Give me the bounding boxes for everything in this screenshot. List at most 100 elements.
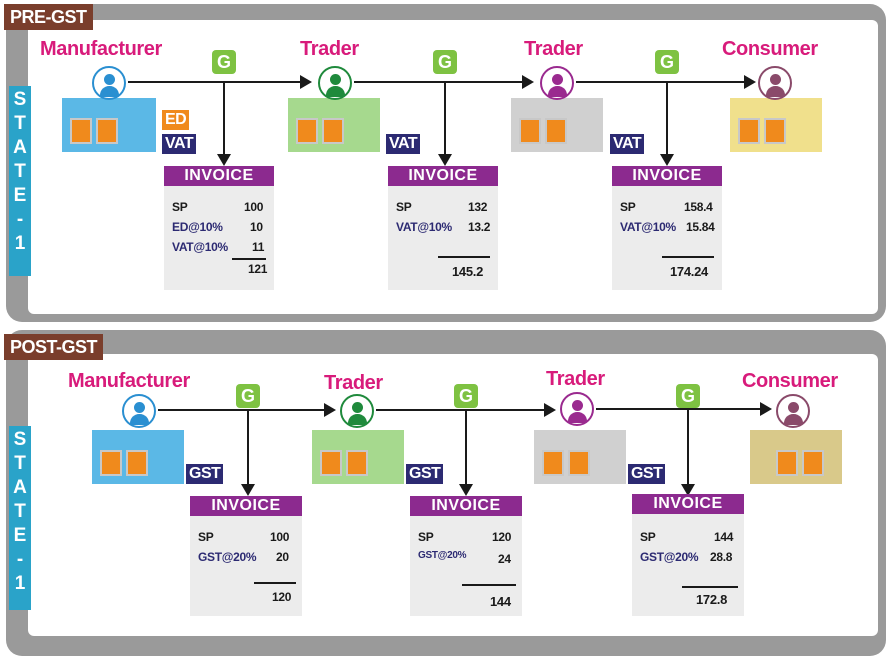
arrow-right-icon bbox=[324, 403, 336, 417]
invoice-card: INVOICE SP 120 GST@20% 24 144 bbox=[410, 496, 522, 616]
arrow-down-icon bbox=[217, 154, 231, 166]
goods-square bbox=[542, 450, 564, 476]
tax-line bbox=[444, 82, 446, 156]
invoice-card: INVOICE SP 100 GST@20% 20 120 bbox=[190, 496, 302, 616]
tax-line bbox=[247, 410, 249, 486]
goods-square bbox=[296, 118, 318, 144]
invoice-row-label: SP bbox=[198, 530, 214, 544]
arrow-right-icon bbox=[522, 75, 534, 89]
invoice-row-label: GST@20% bbox=[418, 550, 467, 561]
arrow-down-icon bbox=[681, 484, 695, 496]
state-letter: S bbox=[13, 429, 27, 450]
person-icon bbox=[560, 392, 594, 426]
invoice-card: INVOICE SP 158.4 VAT@10% 15.84 174.24 bbox=[612, 166, 722, 290]
arrow-down-icon bbox=[438, 154, 452, 166]
goods-square bbox=[776, 450, 798, 476]
state-letter: T bbox=[14, 453, 26, 474]
manufacturer-box bbox=[92, 430, 184, 484]
invoice-row-value: 24 bbox=[498, 552, 511, 566]
trader-box bbox=[288, 98, 380, 152]
invoice-total: 145.2 bbox=[452, 264, 484, 279]
vat-label: VAT bbox=[386, 134, 421, 154]
state-letter: - bbox=[16, 549, 24, 570]
invoice-row-value: 120 bbox=[492, 530, 512, 544]
invoice-title: INVOICE bbox=[190, 496, 302, 516]
role-manufacturer: Manufacturer bbox=[68, 370, 190, 392]
total-rule bbox=[438, 256, 490, 258]
invoice-card: INVOICE SP 144 GST@20% 28.8 172.8 bbox=[632, 494, 744, 616]
tax-line bbox=[666, 82, 668, 156]
role-trader: Trader bbox=[300, 38, 359, 60]
tax-line bbox=[687, 410, 689, 486]
goods-square bbox=[568, 450, 590, 476]
invoice-row-value: 132 bbox=[468, 200, 488, 214]
flow-line bbox=[596, 408, 762, 410]
person-icon bbox=[318, 66, 352, 100]
invoice-title: INVOICE bbox=[388, 166, 498, 186]
invoice-total: 144 bbox=[490, 594, 511, 609]
invoice-row-value: 11 bbox=[252, 240, 265, 254]
g-badge: G bbox=[236, 384, 260, 408]
role-trader: Trader bbox=[524, 38, 583, 60]
state-letter: T bbox=[14, 161, 26, 182]
invoice-row-value: 100 bbox=[270, 530, 290, 544]
manufacturer-box bbox=[62, 98, 156, 152]
gst-label: GST bbox=[628, 464, 666, 484]
invoice-row-value: 10 bbox=[250, 220, 263, 234]
state-letter: 1 bbox=[14, 573, 26, 594]
g-badge: G bbox=[433, 50, 457, 74]
goods-square bbox=[738, 118, 760, 144]
state-letter: 1 bbox=[14, 233, 26, 254]
invoice-total: 120 bbox=[272, 590, 292, 604]
goods-square bbox=[545, 118, 567, 144]
invoice-row-value: 20 bbox=[276, 550, 289, 564]
invoice-row-value: 28.8 bbox=[710, 550, 733, 564]
person-icon bbox=[92, 66, 126, 100]
post-state-bar: S T A T E - 1 bbox=[9, 426, 31, 610]
arrow-down-icon bbox=[459, 484, 473, 496]
invoice-title: INVOICE bbox=[632, 494, 744, 514]
state-letter: A bbox=[13, 477, 27, 498]
goods-square bbox=[346, 450, 368, 476]
arrow-right-icon bbox=[760, 402, 772, 416]
post-gst-tag: POST-GST bbox=[4, 334, 104, 360]
invoice-row-label: VAT@10% bbox=[396, 220, 452, 234]
g-badge: G bbox=[676, 384, 700, 408]
invoice-title: INVOICE bbox=[612, 166, 722, 186]
trader-box bbox=[312, 430, 404, 484]
flow-line bbox=[376, 409, 546, 411]
invoice-row-label: SP bbox=[172, 200, 188, 214]
vat-label: VAT bbox=[610, 134, 645, 154]
state-letter: S bbox=[13, 89, 27, 110]
goods-square bbox=[802, 450, 824, 476]
arrow-down-icon bbox=[241, 484, 255, 496]
state-letter: T bbox=[14, 113, 26, 134]
goods-square bbox=[764, 118, 786, 144]
goods-square bbox=[322, 118, 344, 144]
pre-state-bar: S T A T E - 1 bbox=[9, 86, 31, 276]
invoice-row-label: VAT@10% bbox=[620, 220, 676, 234]
state-letter: - bbox=[16, 209, 24, 230]
invoice-card: INVOICE SP 100 ED@10% 10 VAT@10% 11 121 bbox=[164, 166, 274, 290]
goods-square bbox=[96, 118, 118, 144]
role-trader: Trader bbox=[546, 368, 605, 390]
total-rule bbox=[232, 258, 266, 260]
state-letter: E bbox=[13, 525, 27, 546]
total-rule bbox=[662, 256, 714, 258]
invoice-title: INVOICE bbox=[164, 166, 274, 186]
invoice-row-label: ED@10% bbox=[172, 220, 223, 234]
consumer-box bbox=[750, 430, 842, 484]
state-letter: T bbox=[14, 501, 26, 522]
total-rule bbox=[254, 582, 296, 584]
invoice-row-value: 144 bbox=[714, 530, 734, 544]
invoice-row-label: GST@20% bbox=[640, 550, 699, 564]
role-trader: Trader bbox=[324, 372, 383, 394]
invoice-row-value: 13.2 bbox=[468, 220, 491, 234]
invoice-row-value: 15.84 bbox=[686, 220, 715, 234]
invoice-row-label: GST@20% bbox=[198, 550, 257, 564]
tax-line bbox=[465, 410, 467, 486]
trader-box bbox=[534, 430, 626, 484]
invoice-row-value: 100 bbox=[244, 200, 264, 214]
invoice-card: INVOICE SP 132 VAT@10% 13.2 145.2 bbox=[388, 166, 498, 290]
g-badge: G bbox=[655, 50, 679, 74]
